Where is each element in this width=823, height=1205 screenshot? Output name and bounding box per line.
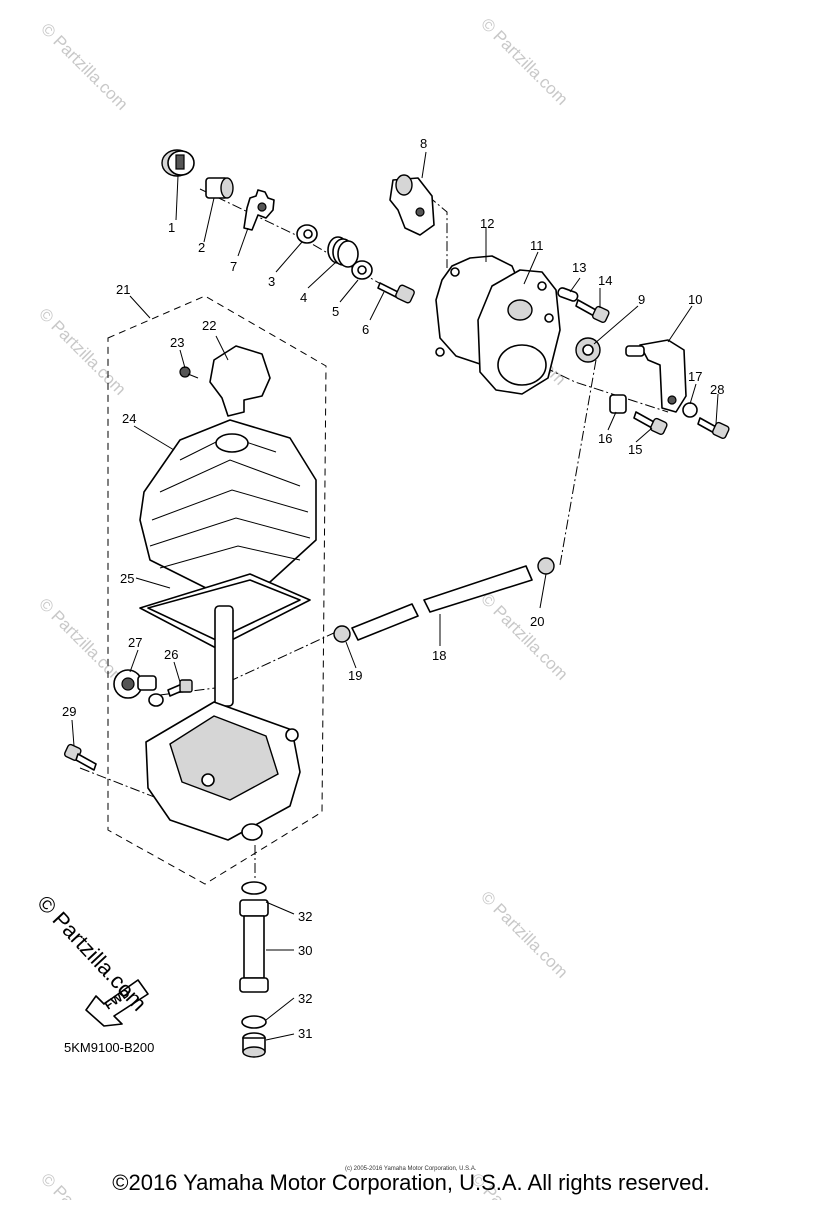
part-27-joint: [113, 669, 164, 707]
part-6-bolt: [377, 282, 415, 304]
part-18-rod: [351, 565, 533, 641]
callout-label: 25: [120, 571, 134, 586]
callout-label: 27: [128, 635, 142, 650]
part-26-bolt: [167, 679, 193, 697]
callout-label: 15: [628, 442, 642, 457]
part-20-nut: [537, 557, 555, 575]
callout-label: 7: [230, 259, 237, 274]
callout-label: 13: [572, 260, 586, 275]
part-8-lever: [389, 174, 435, 236]
part-32-clip-lower: [241, 1015, 267, 1029]
callout-label: 30: [298, 943, 312, 958]
part-2-collar: [205, 177, 234, 199]
part-11-cover: [477, 269, 561, 395]
callout-label: 14: [598, 273, 612, 288]
shift-housing: [145, 605, 301, 841]
watermark: © Partzilla.com: [477, 589, 571, 683]
part-28-bolt: [697, 417, 730, 440]
watermark: © Partzilla.com: [477, 887, 571, 981]
part-17-washer: [682, 402, 698, 418]
part-23-screw: [179, 366, 199, 379]
callout-label: 32: [298, 909, 312, 924]
callout-leaders: [71, 151, 719, 1041]
callout-label: 29: [62, 704, 76, 719]
callout-label: 8: [420, 136, 427, 151]
callout-label: 28: [710, 382, 724, 397]
callout-label: 4: [300, 290, 307, 305]
assembly-outline: [107, 295, 327, 885]
callout-label: 2: [198, 240, 205, 255]
watermark: © Partzilla.com: [35, 594, 129, 688]
part-13-dowel: [557, 287, 579, 302]
part-7-segment: [243, 189, 275, 231]
callout-label: 10: [688, 292, 702, 307]
callout-label: 3: [268, 274, 275, 289]
watermark: © Partzilla.com: [35, 304, 129, 398]
callout-label: 21: [116, 282, 130, 297]
callout-label: 12: [480, 216, 494, 231]
part-29-bolt: [63, 743, 97, 771]
callout-label: 26: [164, 647, 178, 662]
callout-label: 9: [638, 292, 645, 307]
part-31-bushing: [242, 1032, 266, 1058]
callout-label: 6: [362, 322, 369, 337]
callout-labels: 1 2 7 3 4 5 6 8 12 11 13 14 9 10 17 28 1…: [62, 136, 724, 1041]
part-15-bolt: [633, 411, 668, 436]
callout-label: 11: [530, 238, 544, 253]
part-19-nut: [333, 625, 351, 643]
callout-label: 31: [298, 1026, 312, 1041]
callout-label: 18: [432, 648, 446, 663]
callout-label: 24: [122, 411, 136, 426]
part-14-bolt: [575, 299, 610, 324]
part-30-tube: [239, 899, 269, 993]
brand-watermark: © Partzilla.com: [32, 890, 151, 1015]
part-22-knob: [209, 345, 271, 417]
callout-label: 17: [688, 369, 702, 384]
part-4-spring: [327, 236, 359, 268]
part-5-washer: [351, 260, 373, 280]
diagram-code: 5KM9100-B200: [64, 1040, 154, 1055]
callout-label: 23: [170, 335, 184, 350]
callout-label: 22: [202, 318, 216, 333]
part-24-boot: [139, 419, 317, 591]
copyright-small: (c) 2005-2016 Yamaha Motor Corporation, …: [345, 1166, 477, 1172]
watermark: © Partzilla.com: [37, 19, 131, 113]
callout-label: 19: [348, 668, 362, 683]
part-10-lever: [625, 339, 687, 413]
part-32-clip-upper: [241, 881, 267, 895]
callout-label: 5: [332, 304, 339, 319]
part-3-washer: [296, 224, 318, 244]
callout-label: 16: [598, 431, 612, 446]
callout-label: 1: [168, 220, 175, 235]
part-16-collar: [609, 394, 627, 414]
callout-label: 32: [298, 991, 312, 1006]
watermark: © Partzilla.com: [477, 14, 571, 108]
copyright-footer: ©2016 Yamaha Motor Corporation, U.S.A. A…: [112, 1170, 709, 1195]
part-1-detent: [161, 149, 195, 177]
callout-label: 20: [530, 614, 544, 629]
